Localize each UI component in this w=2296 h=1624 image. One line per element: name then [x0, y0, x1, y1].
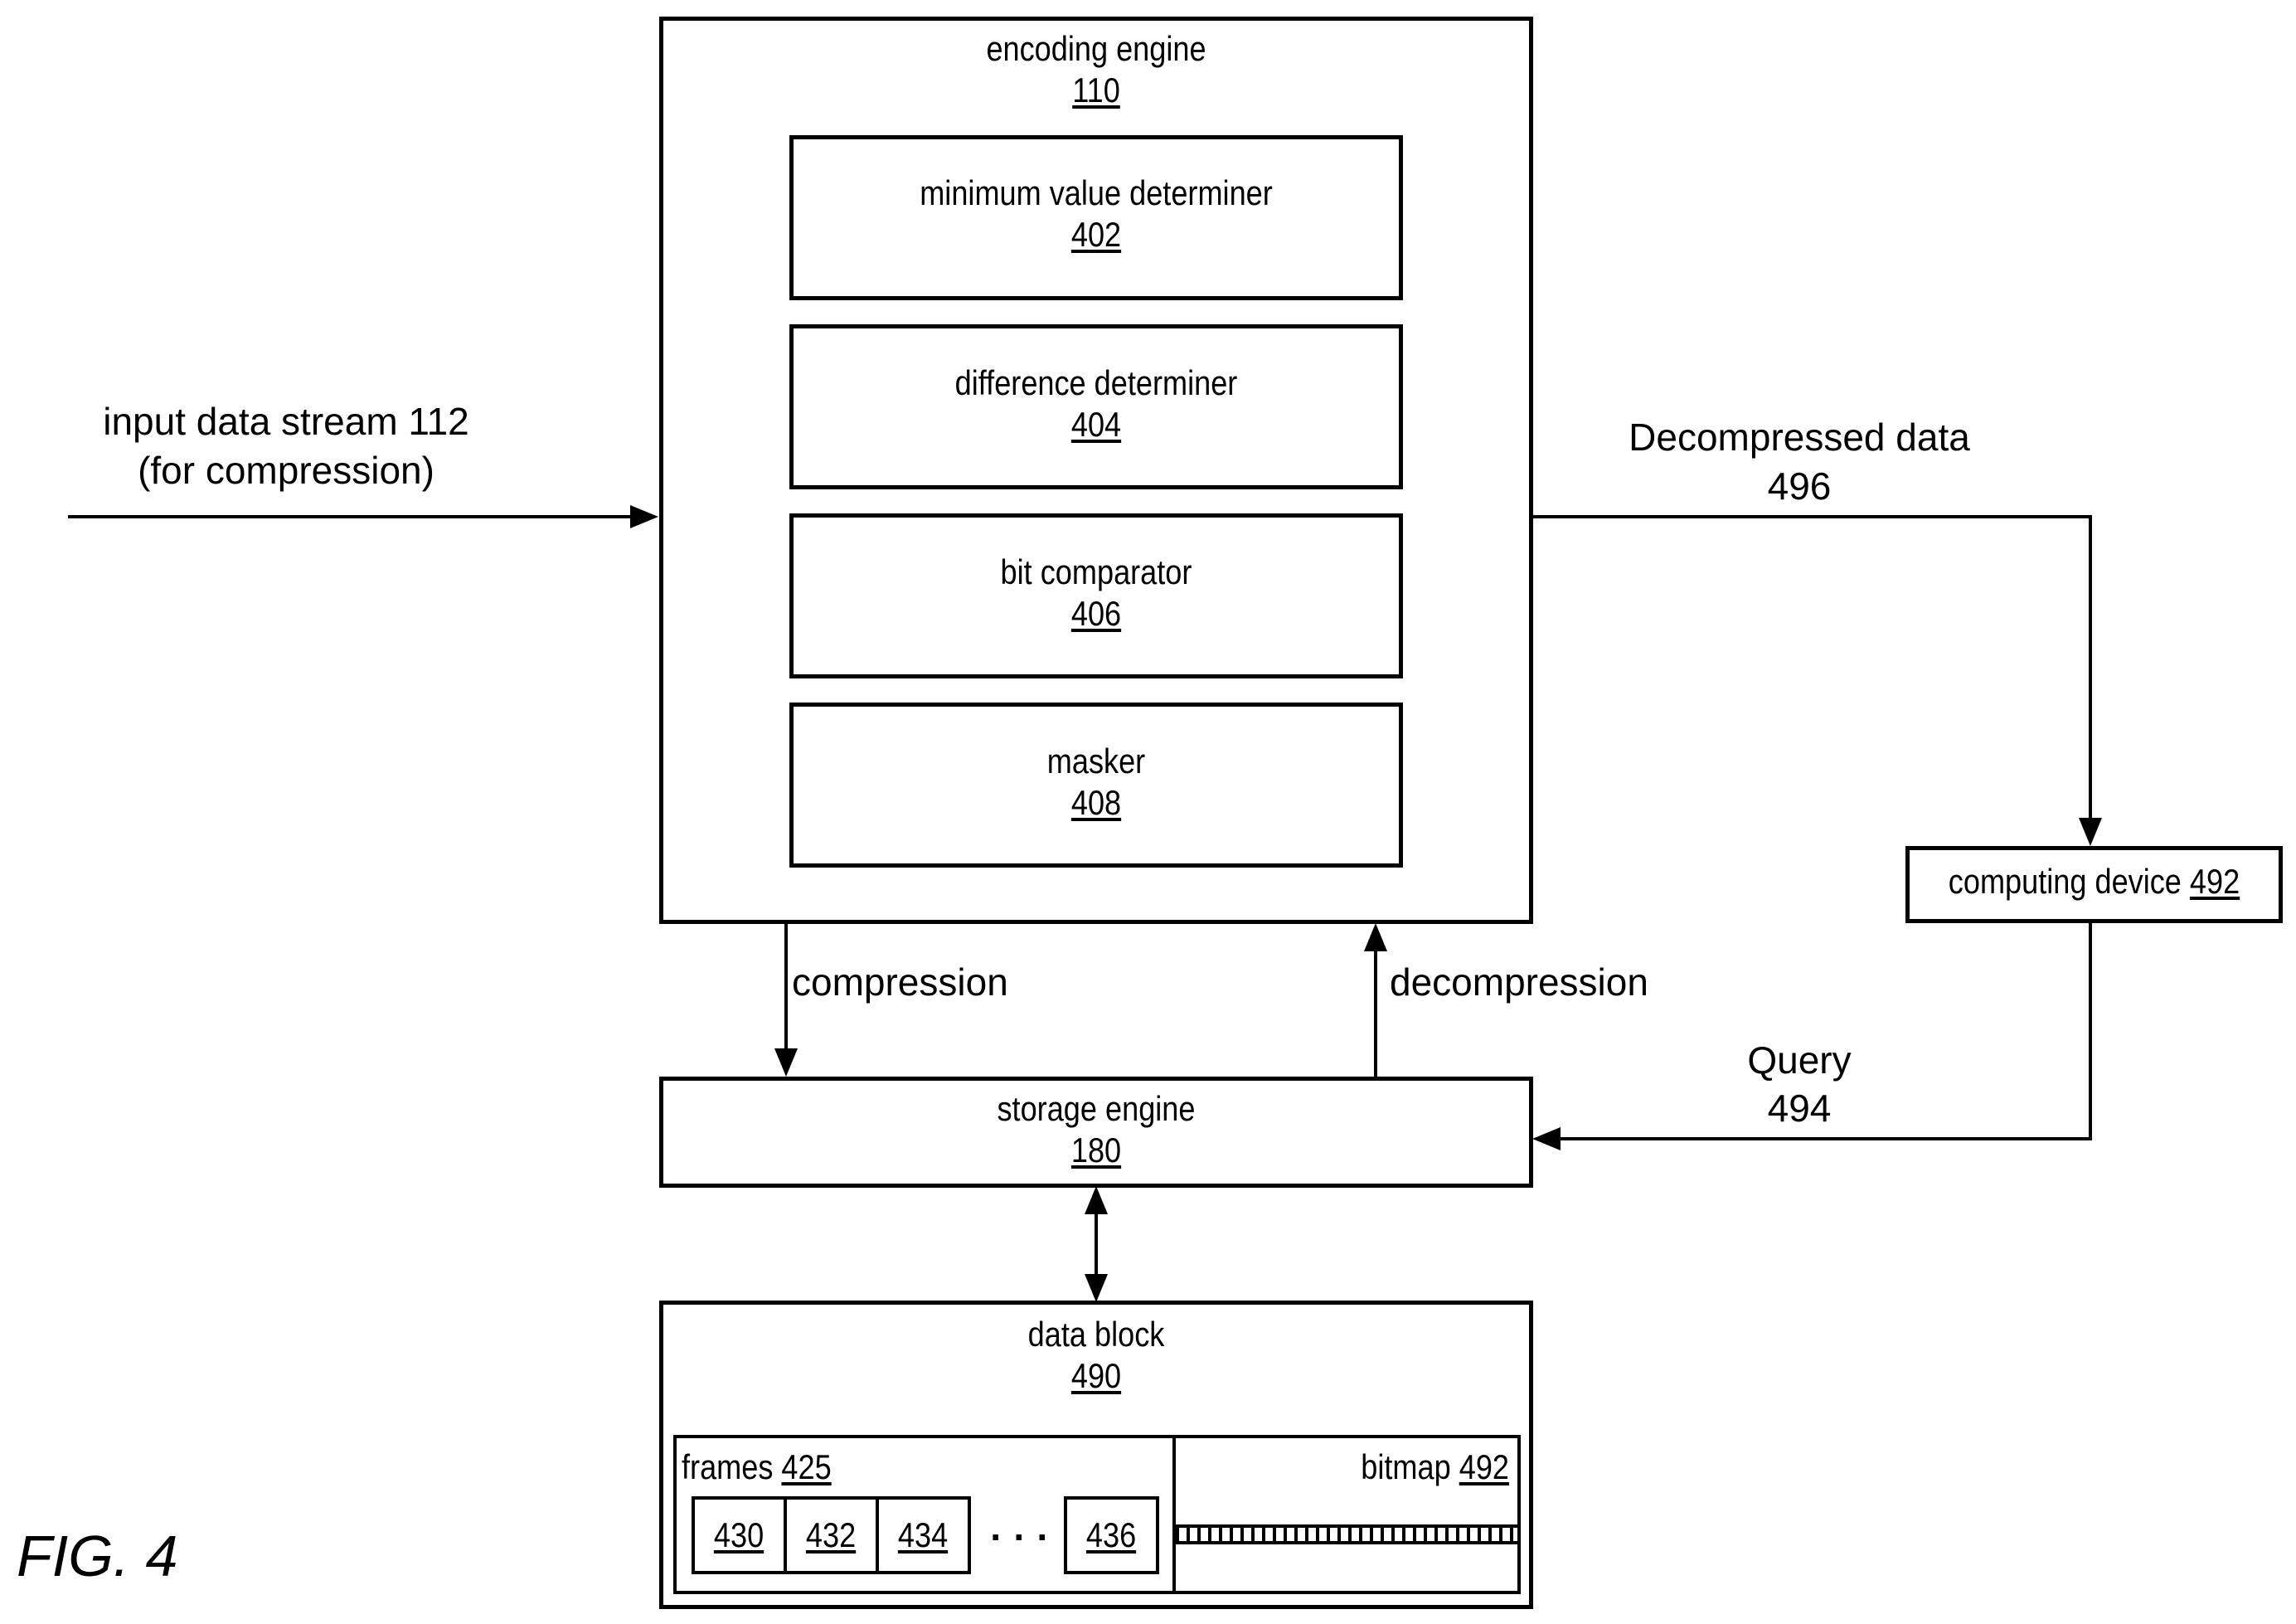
- difference-determiner-ref: 404: [832, 404, 1360, 445]
- compression-label: compression: [792, 958, 1008, 1006]
- decompressed-arrowhead: [2079, 818, 2102, 846]
- bit-comparator-ref: 406: [832, 593, 1360, 635]
- decompressed-data-ref: 496: [1542, 462, 2056, 510]
- decompressed-data-arrow: [1532, 517, 2090, 823]
- data-block-label: data block: [863, 1314, 1329, 1355]
- masker-label: masker: [832, 741, 1360, 782]
- storage-up-arrowhead: [1085, 1186, 1108, 1214]
- frames-label: frames 425: [682, 1447, 832, 1488]
- masker-ref: 408: [832, 782, 1360, 824]
- decompression-label: decompression: [1390, 958, 1648, 1006]
- bitmap-strip: [1176, 1524, 1517, 1544]
- storage-engine-label: storage engine: [863, 1088, 1329, 1130]
- bit-comparator-label: bit comparator: [832, 552, 1360, 593]
- compression-arrowhead: [774, 1048, 798, 1077]
- input-stream-sublabel: (for compression): [50, 446, 522, 494]
- decompressed-data-label: Decompressed data: [1542, 413, 2056, 461]
- frame-cell: 434: [876, 1496, 971, 1574]
- datablock-down-arrowhead: [1085, 1274, 1108, 1302]
- storage-engine-ref: 180: [863, 1130, 1329, 1171]
- minimum-value-determiner-ref: 402: [832, 214, 1360, 255]
- difference-determiner-label: difference determiner: [832, 362, 1360, 404]
- frames-ellipsis: · · ·: [974, 1513, 1065, 1561]
- input-stream-label: input data stream 112: [50, 397, 522, 445]
- figure-label: FIG. 4: [17, 1523, 177, 1589]
- frame-cell: 432: [784, 1496, 879, 1574]
- frame-cell: 430: [692, 1496, 787, 1574]
- encoding-engine-ref: 110: [863, 70, 1329, 111]
- input-arrowhead: [630, 505, 658, 528]
- frame-cell: 436: [1064, 1496, 1159, 1574]
- data-block-ref: 490: [863, 1355, 1329, 1397]
- frames-bitmap-divider: [1172, 1435, 1176, 1594]
- query-label: Query: [1675, 1036, 1924, 1084]
- bitmap-label: bitmap 492: [1267, 1447, 1509, 1488]
- decompression-arrowhead: [1364, 923, 1387, 951]
- query-ref: 494: [1675, 1084, 1924, 1132]
- query-arrowhead: [1532, 1127, 1561, 1150]
- computing-device-label: computing device 492: [1932, 861, 2256, 902]
- minimum-value-determiner-label: minimum value determiner: [832, 173, 1360, 214]
- encoding-engine-label: encoding engine: [863, 28, 1329, 70]
